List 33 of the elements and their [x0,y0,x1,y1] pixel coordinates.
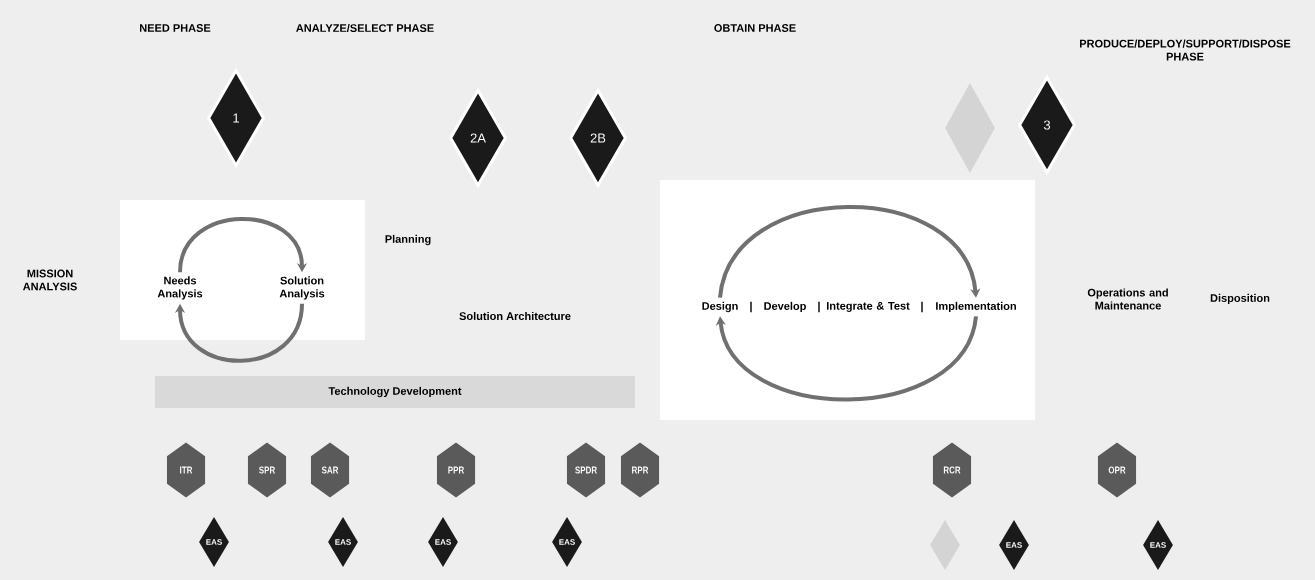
activity-label: Solution Architecture [459,311,571,321]
activity-label: Develop [764,301,806,313]
review-hexagon: ITR [166,442,206,498]
review-hexagon: OPR [1097,442,1137,498]
cycle-arrow [718,204,981,299]
cycle-arrow [174,303,304,363]
cycle-arrow [715,315,978,402]
review-diamond [930,520,960,570]
activity-label: Solution Analysis [279,276,325,300]
review-hexagon: SPDR [566,442,606,498]
activity-label: Needs Analysis [157,276,203,300]
activity-label: MISSION ANALYSIS [23,269,77,291]
phase-heading: PRODUCE/DEPLOY/SUPPORT/DISPOSE PHASE [1080,39,1291,61]
phase-heading: ANALYZE/SELECT PHASE [296,23,434,33]
activity-label: Planning [385,234,431,246]
separator: | [818,301,820,313]
separator: | [750,301,752,313]
phase-heading: OBTAIN PHASE [714,24,796,32]
activity-label: Design [702,301,738,313]
activity-label: Operations and Maintenance [1087,288,1168,310]
phase-heading: NEED PHASE [140,24,211,32]
separator: | [921,301,923,313]
activity-label: Implementation [936,301,1016,313]
review-hexagon: SPR [247,442,287,498]
technology-band: Technology Development [155,376,635,408]
cycle-arrow [178,217,308,273]
activity-label: Integrate & Test [827,302,910,312]
review-hexagon: SAR [310,442,350,498]
review-hexagon: RPR [620,442,660,498]
review-hexagon: PPR [436,442,476,498]
milestone-diamond [945,83,995,173]
review-hexagon: RCR [932,442,972,498]
activity-label: Disposition [1210,293,1270,305]
